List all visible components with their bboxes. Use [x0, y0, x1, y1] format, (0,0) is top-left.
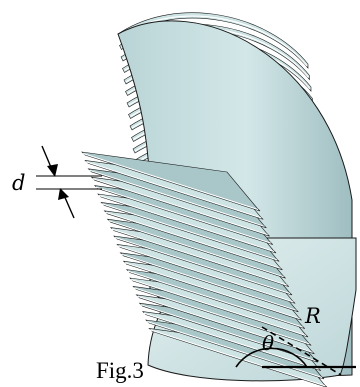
radius-label: R	[304, 304, 321, 328]
lower-plate-edge	[86, 161, 262, 219]
lower-plate-edge	[102, 203, 278, 261]
lower-plate-edge	[130, 279, 307, 336]
lower-plate-stack	[81, 151, 328, 387]
lower-plate-edge	[121, 253, 297, 311]
lower-plate-edge	[118, 245, 294, 303]
lower-plate-edge	[108, 220, 284, 278]
lower-plate-edge	[92, 178, 268, 236]
dashed-radius-line	[261, 326, 342, 376]
upper-plate	[117, 12, 309, 69]
figure-caption: Fig.3	[96, 358, 144, 383]
lower-plate-edge	[127, 270, 303, 328]
arrow-down-icon	[41, 145, 58, 177]
lower-plate-edge	[111, 228, 287, 286]
lower-plate-edge	[95, 186, 271, 244]
lower-plate-edge	[150, 329, 326, 387]
lower-plate-edge	[143, 312, 319, 370]
angle-arc	[235, 347, 308, 368]
spacing-label: d	[12, 171, 25, 195]
arrow-up-icon	[58, 188, 75, 219]
lower-plate-edge	[134, 287, 310, 345]
lower-plate-edge	[98, 195, 275, 252]
lower-plate-edge	[82, 153, 259, 210]
lower-plate-edge	[105, 211, 281, 269]
angle-label: θ	[262, 331, 274, 355]
lower-plate-edge	[137, 295, 313, 353]
lower-plate-edge	[146, 321, 323, 378]
lower-plate-edge	[124, 262, 300, 320]
lower-plate-edge	[89, 169, 265, 227]
lower-plate-edge	[114, 237, 291, 294]
